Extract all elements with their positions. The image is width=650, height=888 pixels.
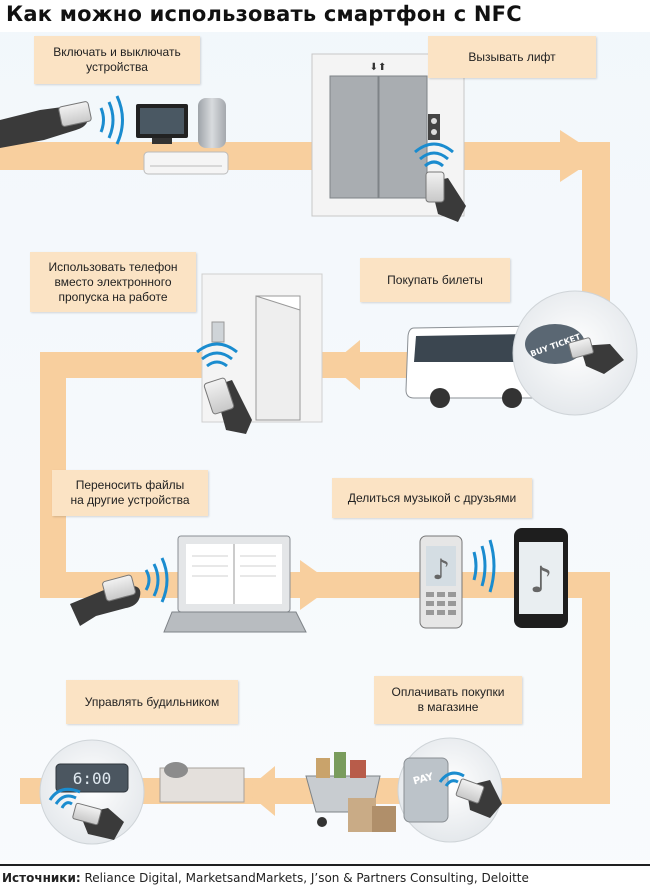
access-reader-icon: [211, 321, 225, 343]
laptop-illustration: [70, 535, 307, 633]
office-door-illustration: [196, 273, 323, 434]
nfc-wave-icon: [144, 557, 169, 603]
sources-footer: Источники: Reliance Digital, MarketsandM…: [0, 864, 650, 888]
sources-text: Reliance Digital, MarketsandMarkets, J’s…: [84, 871, 529, 885]
alarm-clock-illustration: 6:00: [39, 739, 245, 845]
music-sharing-illustration: ♪ ♪: [419, 528, 568, 629]
devices-illustration: [0, 95, 229, 175]
callout-payments: Оплачивать покупки в магазине: [374, 676, 522, 724]
alarm-clock-icon: [55, 763, 129, 793]
phone-icon: [72, 802, 102, 826]
nfc-wave-icon: [48, 787, 81, 809]
shopping-bag-icon: [348, 798, 376, 832]
payment-terminal-icon: [403, 757, 449, 823]
music-note-icon: ♪: [432, 553, 450, 586]
phone-icon: [58, 101, 92, 127]
air-conditioner-icon: [143, 151, 229, 175]
nfc-wave-icon: [414, 142, 454, 168]
callout-alarm-label: Управлять будильником: [84, 694, 220, 709]
callout-devices-label: Включать и выключать устройства: [53, 45, 181, 74]
elevator-door-right: [378, 75, 428, 199]
payment-terminal-label: PAY: [412, 771, 435, 787]
nfc-wave-icon: [99, 95, 124, 145]
callout-payments-label: Оплачивать покупки в магазине: [391, 685, 505, 714]
nfc-wave-icon: [472, 539, 496, 593]
shopping-illustration: PAY: [305, 737, 503, 843]
callout-elevator: Вызывать лифт: [428, 36, 596, 78]
alarm-clock-time: 6:00: [73, 769, 112, 788]
water-heater-icon: [198, 98, 226, 148]
callout-tickets-label: Покупать билеты: [387, 272, 483, 287]
callout-office-pass-label: Использовать телефон вместо электронного…: [48, 259, 178, 304]
sleeping-person-icon: [164, 762, 188, 778]
callout-file-transfer: Переносить файлы на другие устройства: [52, 470, 208, 516]
phone-icon: [203, 377, 235, 415]
nfc-wave-icon: [196, 342, 238, 368]
bus-ticket-illustration: BUY TICKET: [405, 290, 638, 416]
callout-file-transfer-label: Переносить файлы на другие устройства: [70, 478, 190, 507]
nfc-wave-icon: [438, 771, 465, 787]
sources-label: Источники:: [2, 871, 81, 885]
laptop-keyboard: [163, 611, 307, 633]
callout-elevator-label: Вызывать лифт: [468, 49, 556, 64]
phone-icon: [425, 171, 445, 203]
phone-icon: [568, 337, 594, 359]
callout-office-pass: Использовать телефон вместо электронного…: [30, 252, 196, 312]
phone-icon: [102, 574, 136, 602]
elevator-door-left: [329, 75, 379, 199]
callout-alarm: Управлять будильником: [66, 680, 238, 724]
ticket-reader-icon: [525, 324, 585, 364]
music-note-icon: ♪: [530, 560, 553, 601]
callout-music-sharing: Делиться музыкой с друзьями: [332, 478, 532, 518]
page-title: Как можно использовать смартфон с NFC: [6, 2, 522, 26]
callout-music-sharing-label: Делиться музыкой с друзьями: [347, 490, 517, 505]
callout-devices: Включать и выключать устройства: [34, 36, 200, 84]
elevator-button-panel: [428, 114, 440, 140]
elevator-illustration: ⬇⬆: [311, 53, 466, 222]
phone-icon: [455, 778, 485, 804]
elevator-arrows-icon: ⬇⬆: [370, 62, 387, 73]
callout-tickets: Покупать билеты: [360, 258, 510, 302]
